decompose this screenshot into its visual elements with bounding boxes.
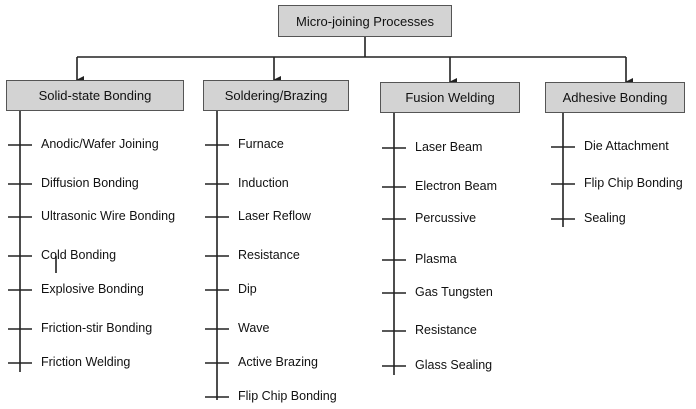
process-item: Laser Beam — [415, 140, 483, 154]
process-item: Friction Welding — [41, 355, 131, 369]
root-node-label: Micro-joining Processes — [296, 13, 434, 29]
category-box-fusion-welding: Fusion Welding — [380, 82, 520, 113]
process-item: Percussive — [415, 211, 477, 225]
process-item: Furnace — [238, 137, 284, 151]
process-item: Induction — [238, 176, 289, 190]
process-item: Ultrasonic Wire Bonding — [41, 209, 176, 223]
process-item: Plasma — [415, 252, 457, 266]
category-label: Soldering/Brazing — [224, 88, 328, 103]
process-item: Active Brazing — [238, 355, 318, 369]
process-item: Die Attachment — [584, 139, 669, 153]
process-item: Gas Tungsten — [415, 285, 493, 299]
process-item: Resistance — [238, 248, 300, 262]
category-box-soldering-brazing: Soldering/Brazing — [203, 80, 349, 111]
category-box-adhesive-bonding: Adhesive Bonding — [545, 82, 685, 113]
category-box-solid-state-bonding: Solid-state Bonding — [6, 80, 184, 111]
process-item: Flip Chip Bonding — [238, 389, 337, 403]
process-item: Flip Chip Bonding — [584, 176, 683, 190]
process-item: Cold Bonding — [41, 248, 117, 262]
process-item: Dip — [238, 282, 257, 296]
root-node-box: Micro-joining Processes — [278, 5, 452, 37]
category-label: Adhesive Bonding — [562, 90, 668, 105]
process-item: Friction-stir Bonding — [41, 321, 153, 335]
process-item: Diffusion Bonding — [41, 176, 139, 190]
category-label: Solid-state Bonding — [38, 88, 152, 103]
process-item: Resistance — [415, 323, 477, 337]
process-item: Sealing — [584, 211, 626, 225]
process-item: Anodic/Wafer Joining — [41, 137, 159, 151]
process-item: Laser Reflow — [238, 209, 311, 223]
process-item: Glass Sealing — [415, 358, 493, 372]
process-item: Explosive Bonding — [41, 282, 144, 296]
process-item: Wave — [238, 321, 270, 335]
category-label: Fusion Welding — [405, 90, 495, 105]
process-item: Electron Beam — [415, 179, 497, 193]
